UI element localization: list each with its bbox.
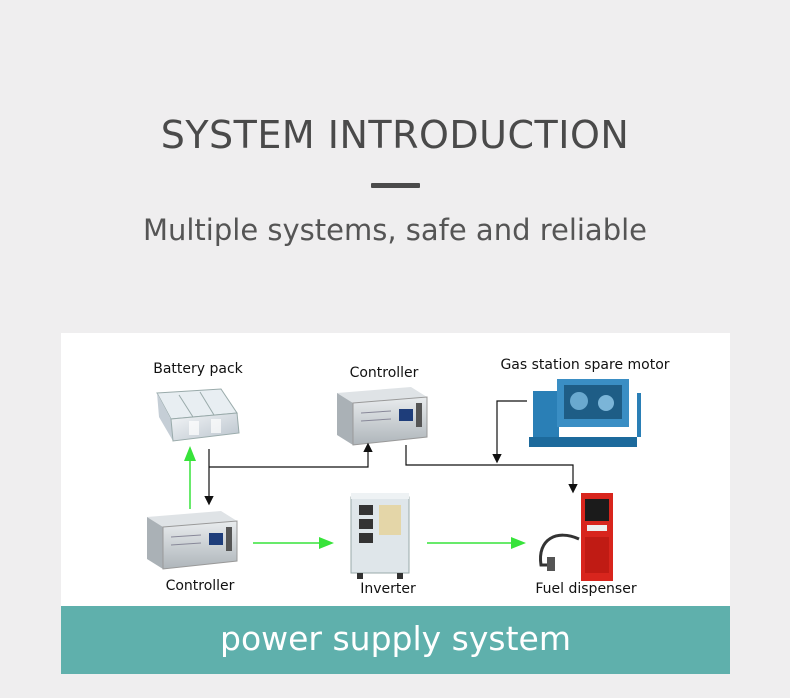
spare-motor-image <box>529 379 641 447</box>
fuel-dispenser-image <box>539 493 613 581</box>
controller-top-label: Controller <box>350 365 419 381</box>
controller-bottom-label: Controller <box>166 578 235 594</box>
title-divider <box>371 183 420 188</box>
inverter-image <box>350 493 410 579</box>
spare-motor-label: Gas station spare motor <box>500 357 669 373</box>
battery-pack-image <box>156 388 240 442</box>
controller-top-image <box>337 387 428 446</box>
controller-bottom-image <box>147 511 238 570</box>
page-title: SYSTEM INTRODUCTION <box>160 113 630 157</box>
battery-pack-label: Battery pack <box>153 361 243 377</box>
diagram-panel: Battery pack Controller Gas station spar… <box>61 333 730 606</box>
power-supply-banner: power supply system <box>61 606 730 674</box>
black-arrow-controller-top-to-dispenser <box>405 445 578 494</box>
black-arrow-motor-to-line <box>492 400 527 464</box>
inverter-label: Inverter <box>360 581 416 597</box>
page-subtitle: Multiple systems, safe and reliable <box>142 213 648 247</box>
black-arrow-line-to-controller-top <box>209 442 373 468</box>
power-supply-diagram: Battery pack Controller Gas station spar… <box>147 357 670 597</box>
fuel-dispenser-label: Fuel dispenser <box>535 581 636 597</box>
